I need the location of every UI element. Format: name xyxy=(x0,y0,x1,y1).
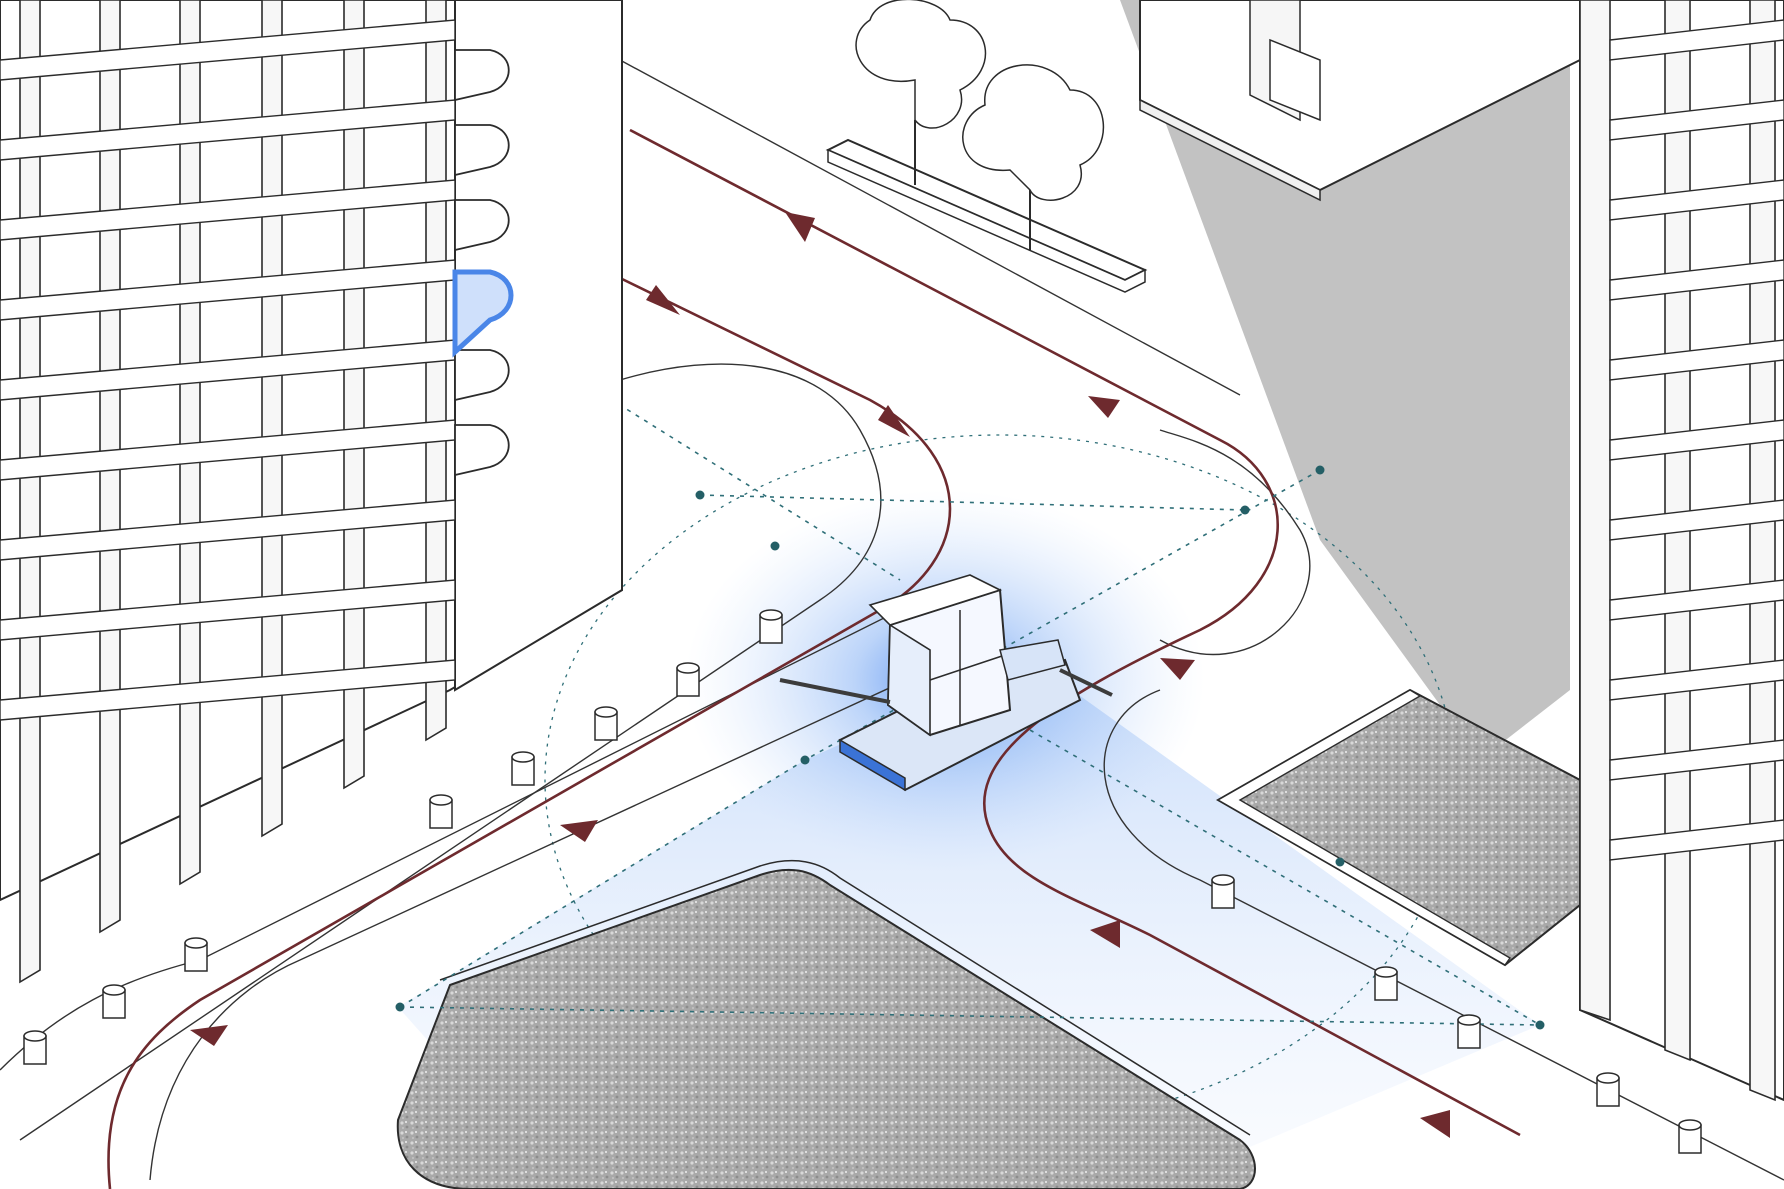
route-arrow xyxy=(190,1025,228,1046)
route-arrow xyxy=(1090,920,1120,948)
gravel-planter-large xyxy=(396,868,1256,1189)
bollard xyxy=(102,984,126,1019)
tree-icon xyxy=(962,64,1105,201)
gravel-planter-large-rim xyxy=(439,859,1251,1136)
highlight-balcony xyxy=(452,269,514,358)
bollard xyxy=(23,1030,47,1065)
route-arrow xyxy=(1160,658,1195,680)
route-arrow xyxy=(878,405,910,437)
gravel-planter-right-rim xyxy=(1216,689,1512,966)
tower-right xyxy=(1579,0,1784,1102)
bollard xyxy=(511,751,535,786)
road-curb-upper xyxy=(19,59,1311,1141)
building-shadow xyxy=(1120,0,1570,760)
route-arrow xyxy=(646,285,680,315)
tree-planter xyxy=(825,0,1148,293)
bollard xyxy=(594,706,618,741)
tower-left xyxy=(0,0,623,984)
tree-icon xyxy=(855,0,987,129)
route-arrow xyxy=(560,820,598,842)
bollard xyxy=(1211,874,1235,909)
route-arrow xyxy=(785,212,815,242)
building-top-right xyxy=(1139,0,1581,202)
tower-left-floor-bands xyxy=(0,19,456,721)
dotted-links xyxy=(395,329,1545,1030)
tower-right-fins xyxy=(1579,0,1776,1102)
tower-right-floor-bands xyxy=(1609,19,1784,861)
route-arrow xyxy=(1420,1110,1450,1138)
bollard xyxy=(1374,966,1398,1001)
bollard xyxy=(1457,1014,1481,1049)
route-arrow xyxy=(1088,396,1120,418)
bollards xyxy=(23,609,1702,1154)
bollard xyxy=(1678,1119,1702,1154)
bollard xyxy=(759,609,783,644)
bollard xyxy=(429,794,453,829)
bollard xyxy=(184,937,208,972)
bollard xyxy=(676,662,700,697)
balconies xyxy=(454,49,510,477)
bollard xyxy=(1596,1072,1620,1107)
central-kiosk xyxy=(779,574,1113,792)
